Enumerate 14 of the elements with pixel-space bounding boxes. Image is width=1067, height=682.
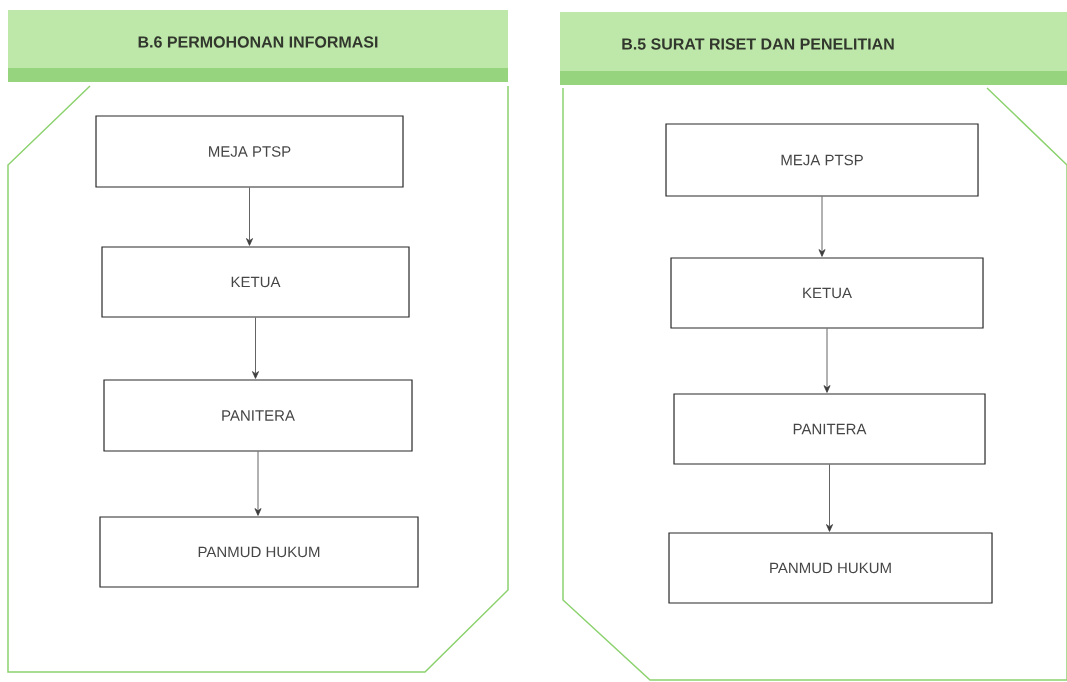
process-box: KETUA <box>670 257 984 329</box>
arrow <box>254 451 262 516</box>
arrow <box>823 328 831 393</box>
arrow <box>252 317 259 379</box>
process-box: PANMUD HUKUM <box>668 532 993 604</box>
process-box: PANMUD HUKUM <box>99 516 419 588</box>
process-box: PANITERA <box>673 393 986 465</box>
arrow <box>246 187 253 246</box>
process-box: KETUA <box>101 246 410 318</box>
process-box: MEJA PTSP <box>95 115 404 188</box>
process-box: PANITERA <box>103 379 413 452</box>
arrow <box>826 464 833 532</box>
process-box: MEJA PTSP <box>665 123 979 197</box>
arrow <box>818 196 826 257</box>
